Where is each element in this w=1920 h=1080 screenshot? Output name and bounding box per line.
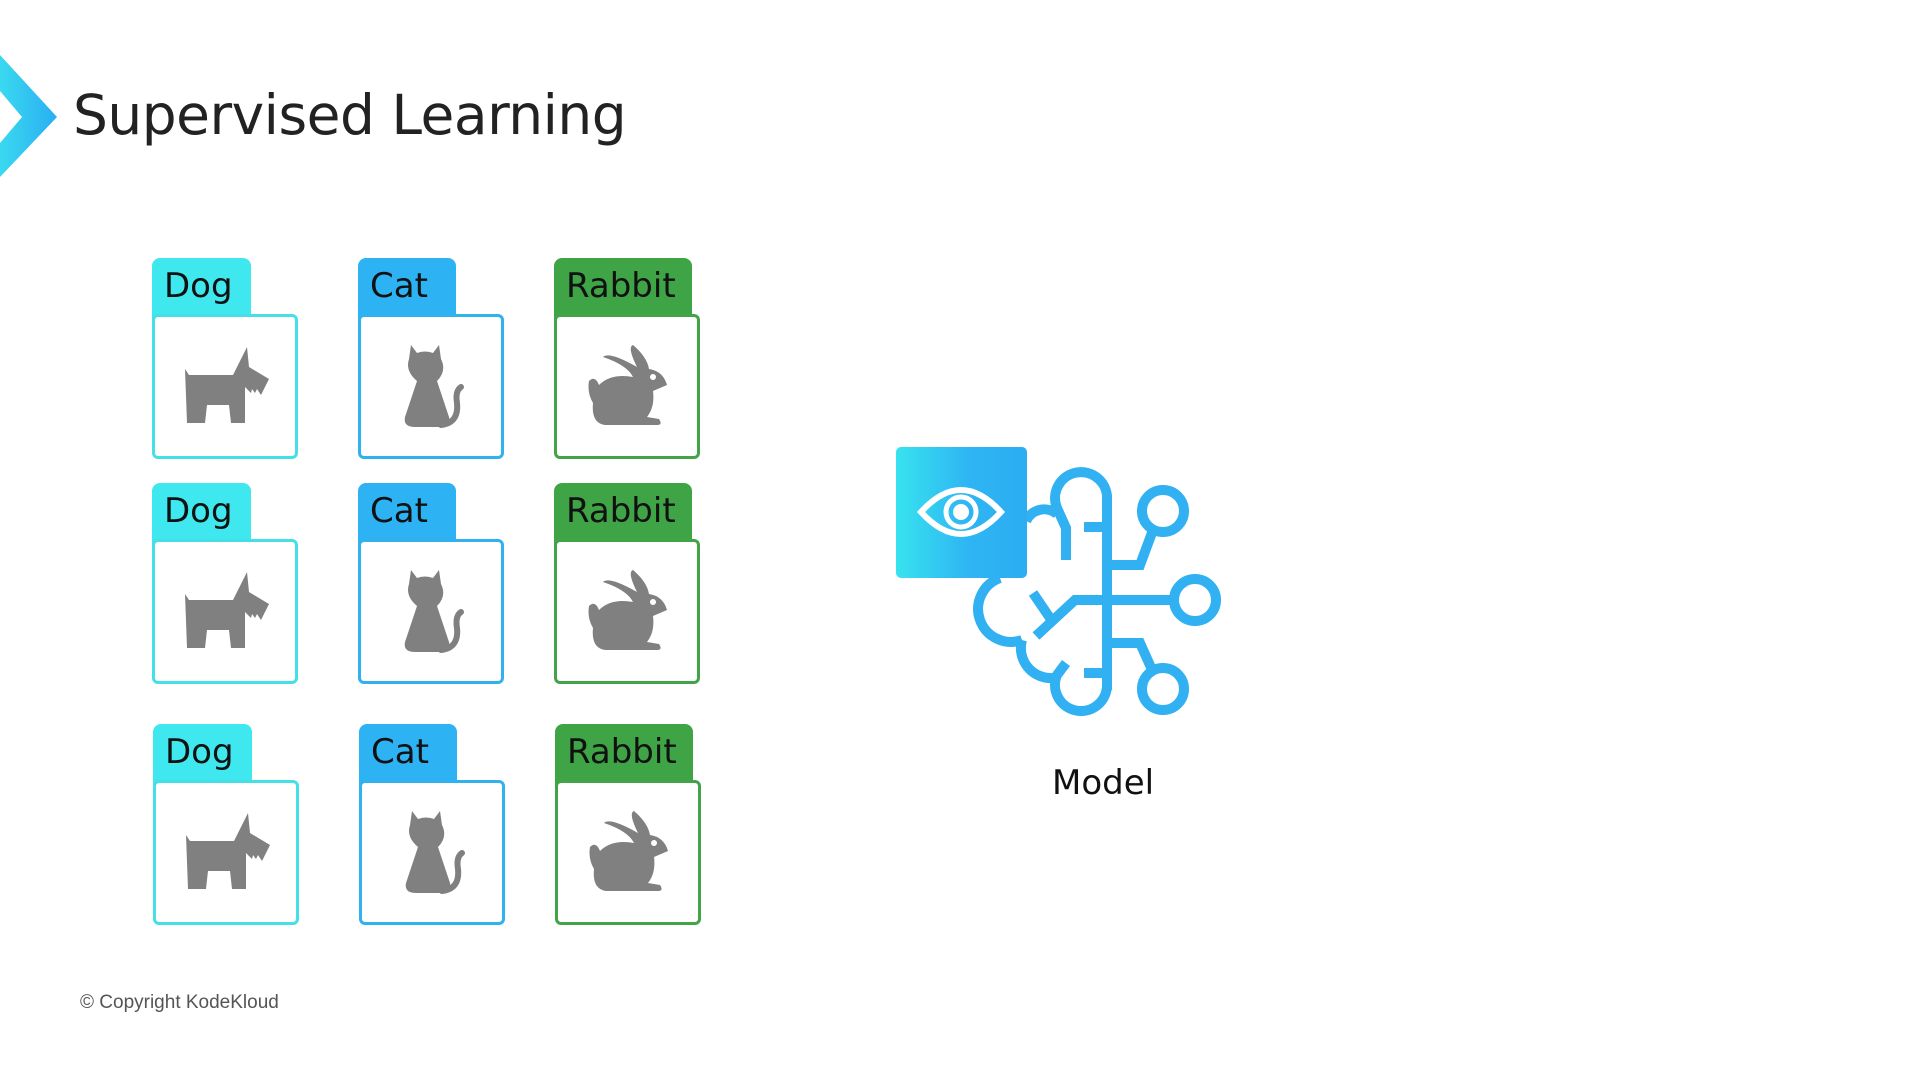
label-text: Rabbit xyxy=(567,732,677,772)
label-tab: Cat xyxy=(358,258,456,324)
dataset-card-cat: Cat xyxy=(358,483,504,684)
label-tab: Rabbit xyxy=(555,724,693,790)
image-frame xyxy=(358,314,504,459)
label-text: Dog xyxy=(164,491,233,531)
model-icon xyxy=(896,447,1221,716)
cat-icon xyxy=(404,345,464,428)
label-tab: Rabbit xyxy=(554,483,692,549)
dataset-card-rabbit: Rabbit xyxy=(555,724,701,925)
cat-icon xyxy=(404,570,464,653)
label-tab: Dog xyxy=(153,724,252,790)
label-text: Rabbit xyxy=(566,491,676,531)
label-text: Cat xyxy=(371,732,429,772)
image-frame xyxy=(152,314,298,459)
label-tab: Cat xyxy=(358,483,456,549)
chevron-decoration-icon xyxy=(0,55,57,177)
dataset-card-dog: Dog xyxy=(153,724,299,925)
dog-icon xyxy=(185,347,269,423)
brain-network-icon xyxy=(973,467,1221,716)
slide-title: Supervised Learning xyxy=(73,83,627,147)
dataset-card-dog: Dog xyxy=(152,258,298,459)
dog-icon xyxy=(185,572,269,648)
rabbit-icon xyxy=(588,345,667,425)
label-tab: Cat xyxy=(359,724,457,790)
image-frame xyxy=(554,314,700,459)
dataset-card-rabbit: Rabbit xyxy=(554,258,700,459)
image-frame xyxy=(153,780,299,925)
label-tab: Rabbit xyxy=(554,258,692,324)
label-text: Cat xyxy=(370,266,428,306)
image-frame xyxy=(555,780,701,925)
image-frame xyxy=(554,539,700,684)
model-label: Model xyxy=(1052,763,1155,803)
dataset-card-cat: Cat xyxy=(358,258,504,459)
label-tab: Dog xyxy=(152,483,251,549)
image-frame xyxy=(359,780,505,925)
label-text: Dog xyxy=(164,266,233,306)
dataset-card-cat: Cat xyxy=(359,724,505,925)
cat-icon xyxy=(405,811,465,894)
dataset-card-rabbit: Rabbit xyxy=(554,483,700,684)
label-text: Dog xyxy=(165,732,234,772)
rabbit-icon xyxy=(589,811,668,891)
dog-icon xyxy=(186,813,270,889)
label-text: Rabbit xyxy=(566,266,676,306)
dataset-card-dog: Dog xyxy=(152,483,298,684)
rabbit-icon xyxy=(588,570,667,650)
eye-icon xyxy=(896,447,1027,578)
label-tab: Dog xyxy=(152,258,251,324)
image-frame xyxy=(152,539,298,684)
image-frame xyxy=(358,539,504,684)
copyright-text: © Copyright KodeKloud xyxy=(80,992,279,1013)
label-text: Cat xyxy=(370,491,428,531)
